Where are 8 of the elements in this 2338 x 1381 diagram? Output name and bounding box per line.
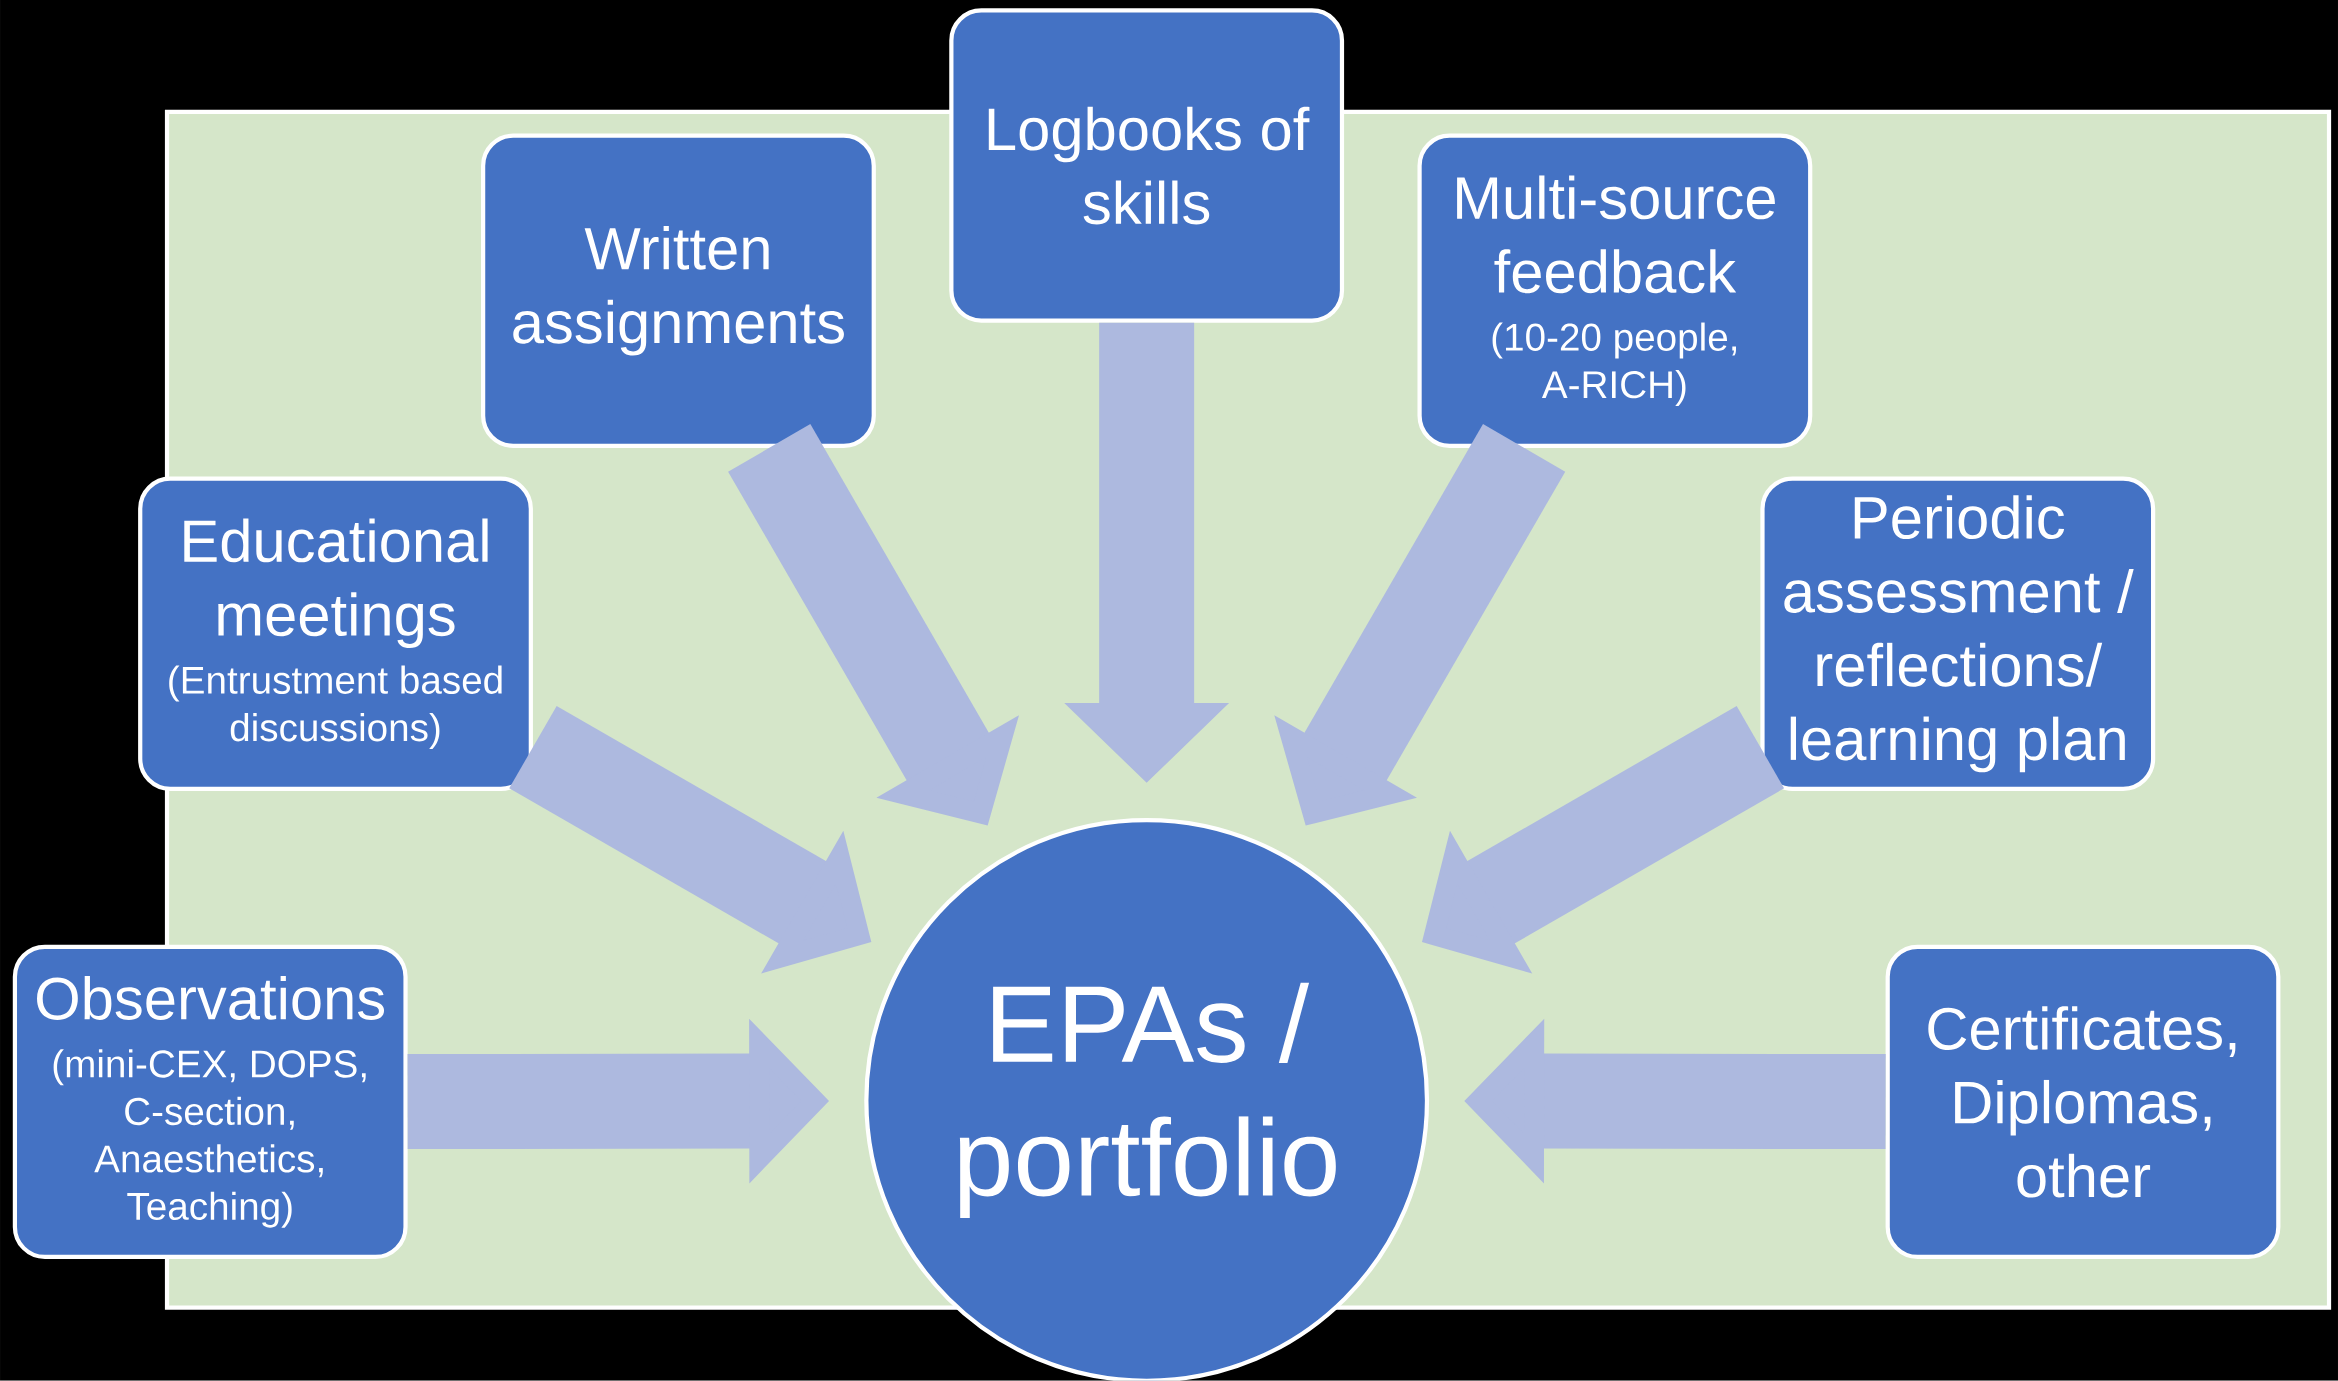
process-box: Certificates, Diplomas, other	[1885, 944, 2281, 1260]
process-box: Observations (mini-CEX, DOPS, C-section, Anaesthetics, Teaching)	[12, 944, 408, 1260]
process-box: Educational meetings (Entrustment based discussions)	[138, 476, 533, 791]
process-box: Logbooks of skills	[949, 8, 1345, 323]
circle-node: EPAs / portfolio	[864, 818, 1430, 1381]
process-box: Multi-source feedback (10-20 people, A-RICH)	[1417, 133, 1813, 448]
process-box: Periodic assessment / reflections/ learning plan	[1760, 476, 2156, 791]
process-box: Written assignments	[481, 133, 876, 448]
